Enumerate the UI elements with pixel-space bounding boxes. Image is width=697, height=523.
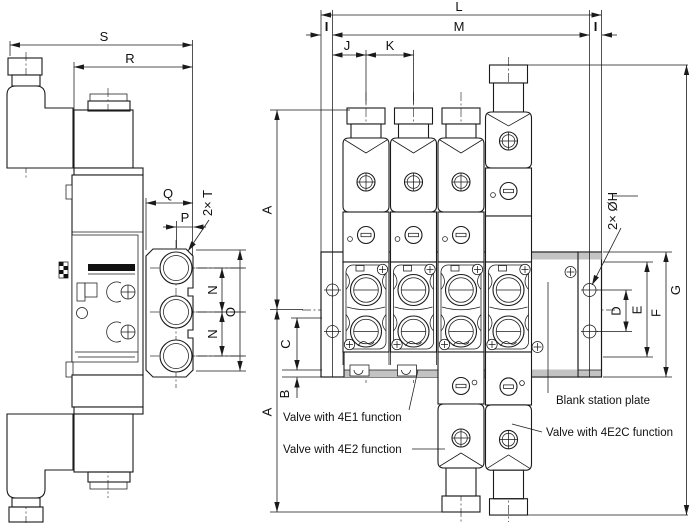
front-top-dimensions: L M I I J K bbox=[306, 0, 617, 377]
dim-label-i-right: I bbox=[594, 19, 598, 34]
dim-label-o: O bbox=[223, 307, 238, 317]
dim-label-b: B bbox=[277, 390, 292, 399]
dim-label-r: R bbox=[125, 51, 134, 66]
pilot-screw-1 bbox=[106, 281, 136, 303]
dim-label-l: L bbox=[455, 0, 462, 14]
front-right-dimensions: D E F G 2× ØH bbox=[528, 64, 690, 516]
valve-station-3 bbox=[437, 107, 485, 513]
pilot-screw-2 bbox=[106, 321, 136, 343]
dim-label-2xOH: 2× ØH bbox=[605, 192, 620, 230]
valve-station-2 bbox=[389, 107, 438, 377]
dim-label-f: F bbox=[649, 309, 664, 317]
front-left-dimensions: A A C B bbox=[260, 109, 442, 513]
valve-station-1 bbox=[342, 107, 390, 377]
port-2 bbox=[159, 295, 193, 329]
side-main-body bbox=[58, 174, 144, 389]
dim-label-c: C bbox=[278, 339, 293, 348]
port-3 bbox=[159, 339, 193, 373]
dim-label-d: D bbox=[609, 306, 624, 315]
leader-valve-4e2c bbox=[511, 423, 543, 433]
annotations: Valve with 4E1 function Valve with 4E2 f… bbox=[283, 282, 673, 456]
annotation-valve-4e2: Valve with 4E2 function bbox=[283, 444, 402, 456]
annotation-valve-4e2c: Valve with 4E2C function bbox=[546, 427, 673, 439]
dim-label-p: P bbox=[181, 210, 190, 225]
side-bottom-solenoid bbox=[6, 374, 144, 523]
front-view: L M I I J K A A C B D bbox=[260, 0, 690, 522]
dim-label-j: J bbox=[344, 38, 351, 53]
valve-station-4 bbox=[484, 64, 533, 516]
leader-valve-4e1 bbox=[408, 369, 419, 411]
dim-label-n2: N bbox=[205, 329, 220, 338]
annotation-blank-station: Blank station plate bbox=[556, 395, 650, 407]
dim-label-a-bottom: A bbox=[260, 407, 275, 416]
dim-label-s: S bbox=[100, 29, 109, 44]
side-top-solenoid bbox=[6, 57, 144, 176]
dim-label-q: Q bbox=[163, 186, 173, 201]
port-1 bbox=[159, 251, 193, 285]
dim-label-i-left: I bbox=[325, 19, 329, 34]
dim-label-k: K bbox=[386, 38, 395, 53]
side-view: S R Q P 2× T N N O bbox=[6, 29, 246, 523]
indicator-checker bbox=[58, 261, 69, 279]
dim-label-2xT: 2× T bbox=[200, 190, 215, 216]
dim-label-m: M bbox=[454, 19, 465, 34]
dim-label-a-top: A bbox=[260, 205, 275, 214]
side-port-plate bbox=[145, 248, 194, 378]
dim-label-g: G bbox=[668, 285, 683, 295]
dim-label-e: E bbox=[630, 305, 645, 314]
dim-label-n1: N bbox=[205, 285, 220, 294]
annotation-valve-4e1: Valve with 4E1 function bbox=[283, 412, 402, 424]
side-view-dimensions: S R Q P 2× T N N O bbox=[9, 29, 246, 372]
